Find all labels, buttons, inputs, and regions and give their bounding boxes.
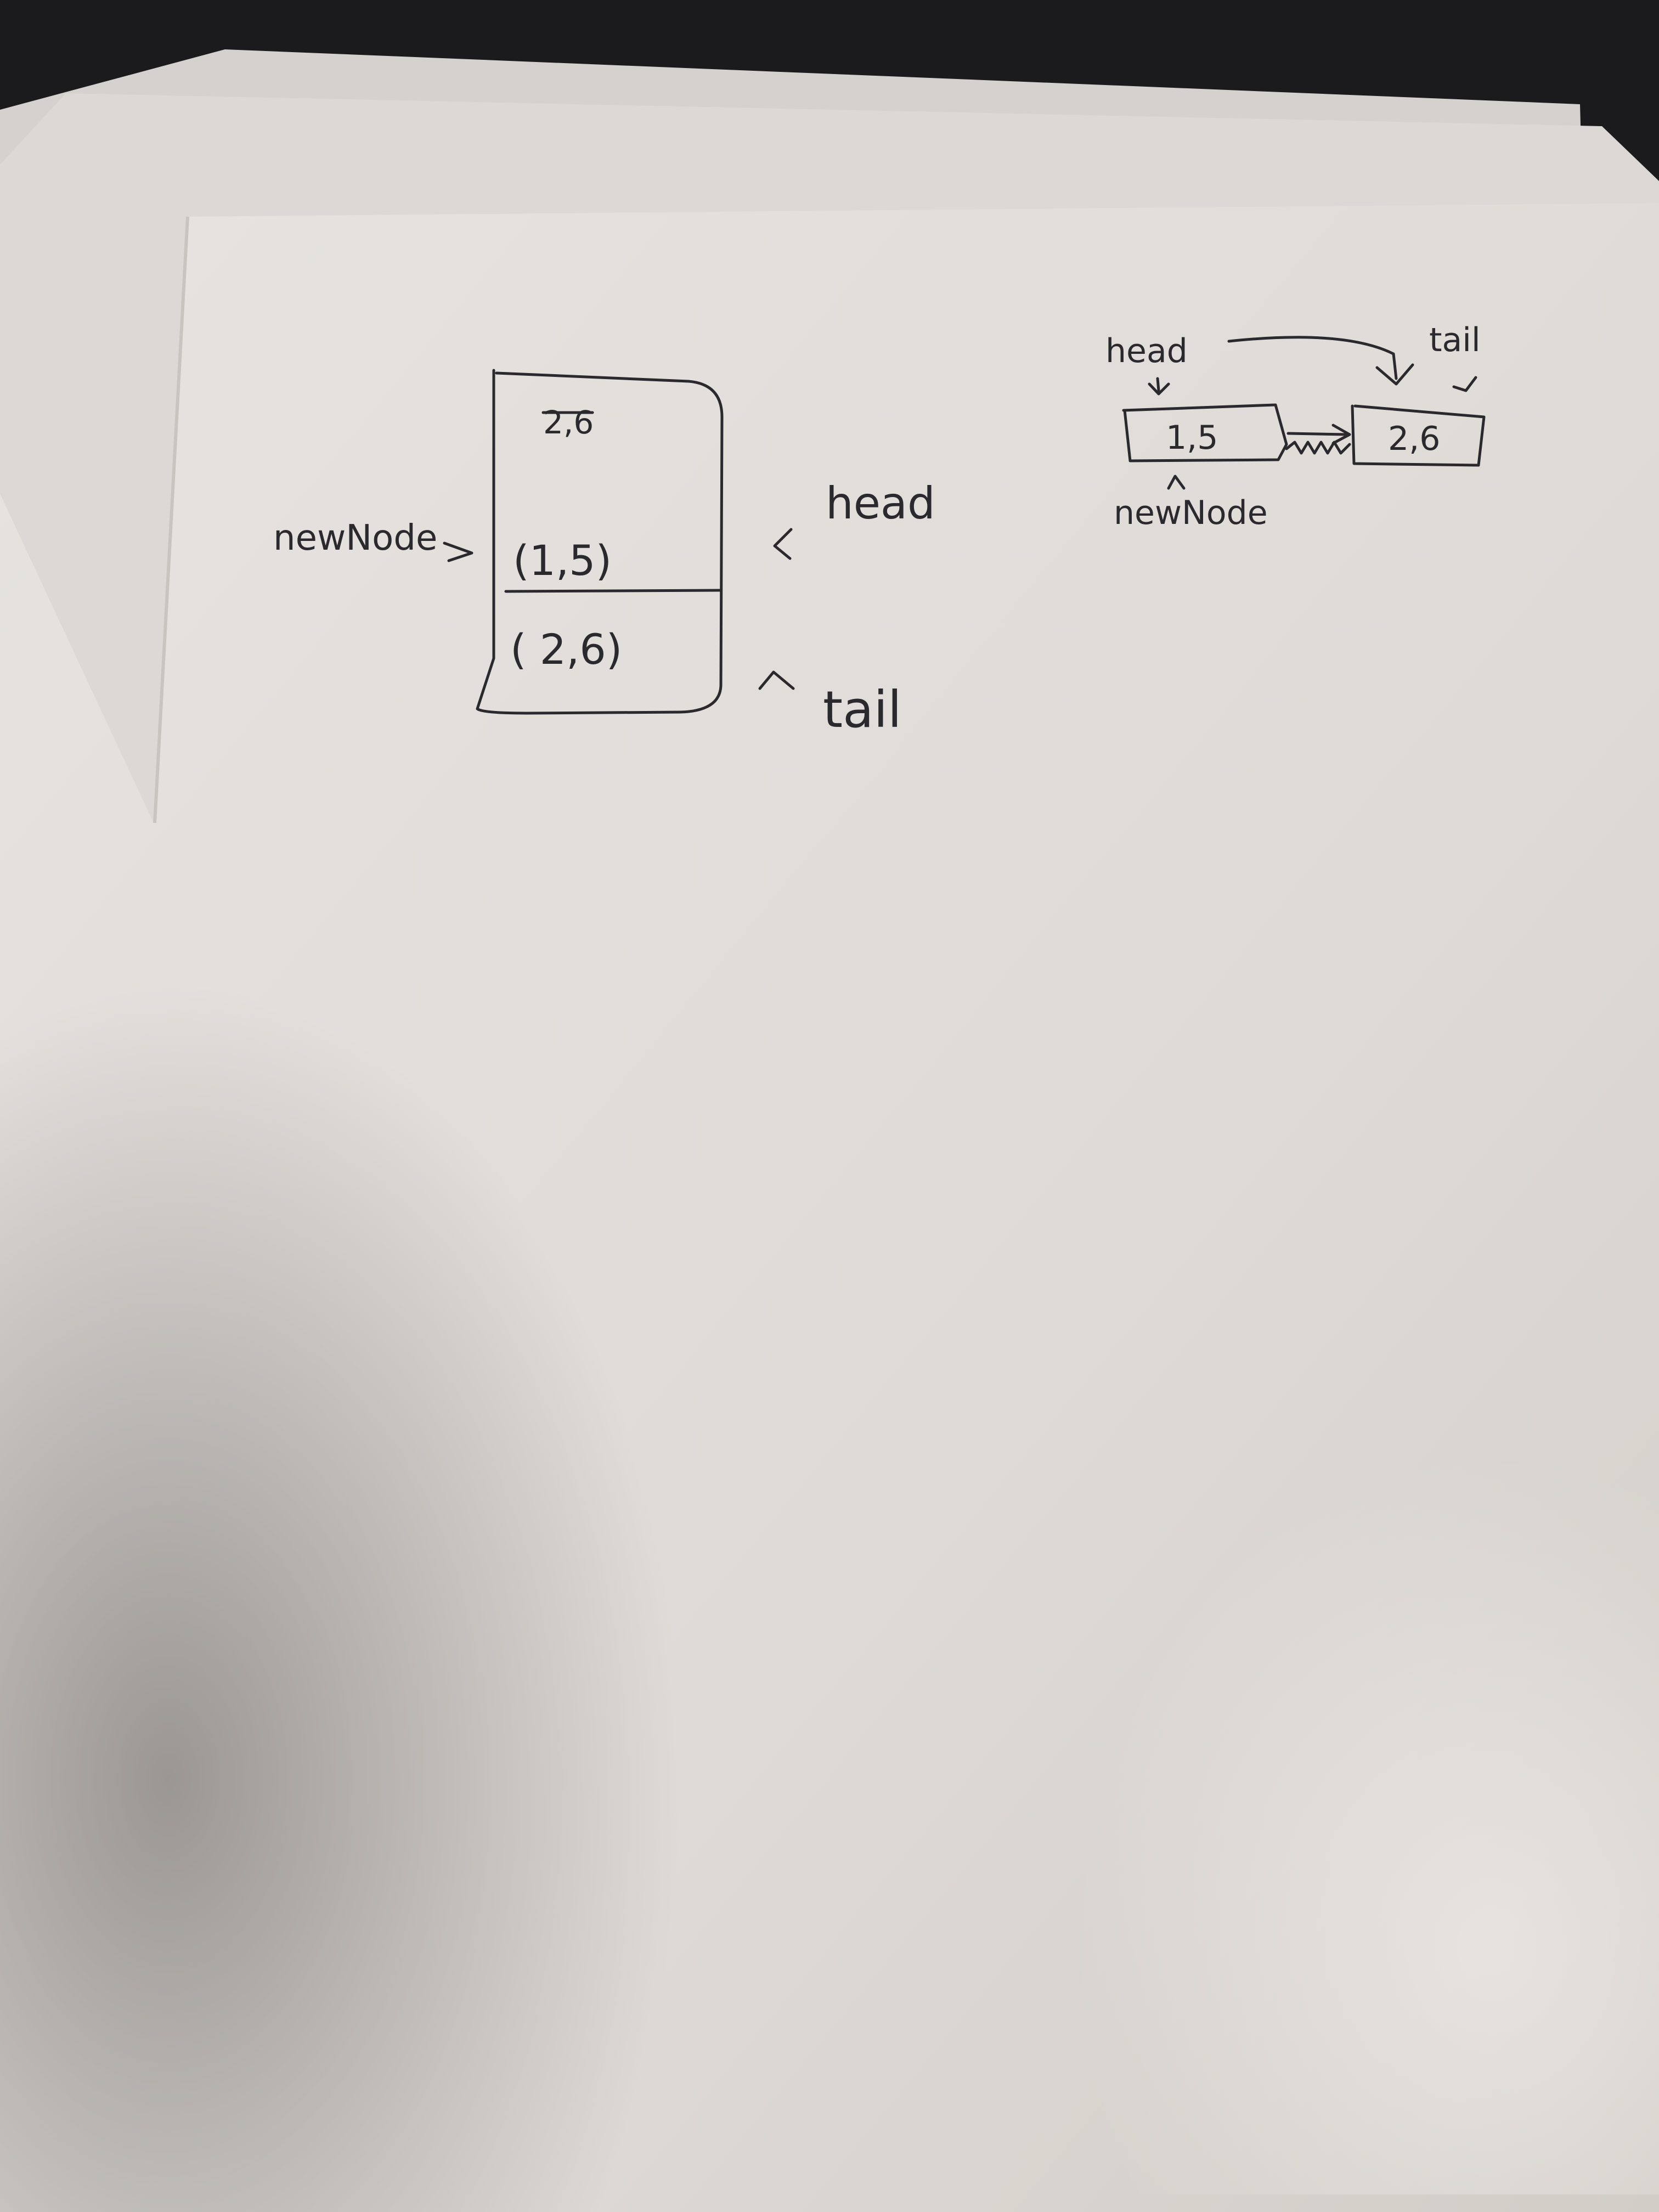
stack-struck-text: 2,6: [543, 404, 594, 441]
stack-divider: [504, 589, 721, 593]
list-link: [1285, 441, 1351, 455]
stack-label-tail: tail: [823, 680, 902, 739]
list-sketch: [1122, 336, 1486, 490]
list-link-arrow: [1286, 424, 1351, 445]
arrow-tail: [758, 670, 795, 690]
stack-sketch: [443, 369, 795, 715]
arrow-newnode: [443, 541, 473, 562]
light-glow: [823, 1207, 1659, 2194]
list-node-1: [1122, 403, 1288, 462]
list-node-2: [1351, 404, 1486, 467]
list-node-1-text: 1,5: [1166, 419, 1218, 457]
arrow-tail-down: [1452, 376, 1477, 392]
paper-edge: [153, 216, 189, 823]
list-label-newnode: newNode: [1114, 494, 1268, 532]
stack-box-outline: [476, 369, 724, 715]
stack-label-head: head: [826, 478, 935, 529]
arrow-head-down: [1148, 377, 1170, 396]
stack-label-newnode: newNode: [273, 518, 437, 558]
head-to-tail-arrow: [1227, 336, 1414, 386]
arrow-newnode-up: [1167, 475, 1186, 490]
stack-row-bottom: ( 2,6): [510, 625, 622, 674]
hand-shadow: [0, 768, 933, 2212]
arrow-head: [773, 528, 793, 560]
stack-row-top: (1,5): [513, 536, 612, 585]
list-node-2-text: 2,6: [1388, 420, 1440, 458]
list-label-head: head: [1105, 332, 1188, 370]
list-label-tail: tail: [1429, 321, 1481, 359]
